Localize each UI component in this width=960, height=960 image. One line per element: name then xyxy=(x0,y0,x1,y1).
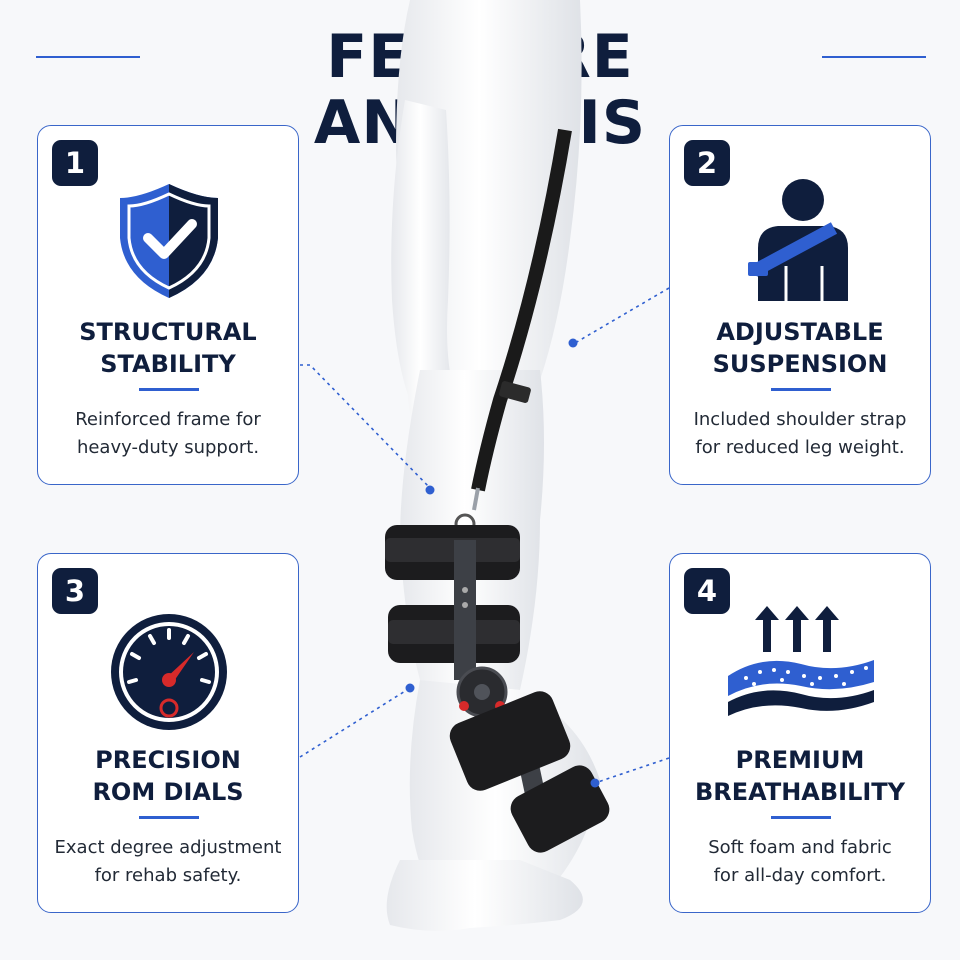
feature-description-line-2: for all-day comfort. xyxy=(713,865,887,886)
shoulder-strap-person-icon xyxy=(726,176,876,306)
feature-description-line-1: Included shoulder strap xyxy=(693,409,907,430)
feature-description: Reinforced frame for heavy-duty support. xyxy=(44,406,292,462)
feature-number-badge: 4 xyxy=(684,568,730,614)
feature-description: Soft foam and fabric for all-day comfort… xyxy=(676,834,924,890)
feature-heading: ADJUSTABLE SUSPENSION xyxy=(680,316,920,380)
feature-card-2: 2 ADJUSTABLE SUSPENSION Included shoulde… xyxy=(669,125,931,485)
connector-line-3 xyxy=(299,687,411,758)
heading-underline xyxy=(771,388,831,391)
feature-heading: STRUCTURAL STABILITY xyxy=(48,316,288,380)
feature-description-line-1: Exact degree adjustment xyxy=(54,837,282,858)
feature-heading-line-1: PRECISION xyxy=(95,746,241,774)
connector-dot-2 xyxy=(568,338,578,348)
strap-buckle xyxy=(499,381,531,403)
calf-cuff-lower xyxy=(510,765,610,853)
feature-heading-line-1: ADJUSTABLE xyxy=(716,318,884,346)
feature-description-line-1: Soft foam and fabric xyxy=(708,837,892,858)
strap-clip xyxy=(472,487,480,511)
feature-number-badge: 2 xyxy=(684,140,730,186)
feature-description-line-2: heavy-duty support. xyxy=(76,437,260,458)
mannequin-foot xyxy=(386,860,583,931)
feature-heading-line-2: STABILITY xyxy=(100,350,236,378)
connector-dot-1 xyxy=(425,485,435,495)
shoulder-strap xyxy=(471,128,572,492)
connector-dot-4 xyxy=(590,778,600,788)
feature-description: Exact degree adjustment for rehab safety… xyxy=(44,834,292,890)
heading-underline xyxy=(139,816,199,819)
mannequin-arm xyxy=(391,100,457,440)
dial-gauge-icon xyxy=(94,604,244,734)
feature-heading-line-2: ROM DIALS xyxy=(92,778,244,806)
breathable-foam-icon xyxy=(726,604,876,734)
feature-heading-line-1: PREMIUM xyxy=(735,746,865,774)
title-divider-left xyxy=(36,56,140,58)
feature-card-3: 3 PRECISION ROM DIALS Exact degree adjus… xyxy=(37,553,299,913)
feature-card-1: 1 STRUCTURAL STABILITY Reinforced frame … xyxy=(37,125,299,485)
feature-heading-line-2: BREATHABILITY xyxy=(694,778,906,806)
feature-description-line-2: for reduced leg weight. xyxy=(695,437,905,458)
calf-cuff-upper xyxy=(449,691,571,791)
feature-heading-line-1: STRUCTURAL xyxy=(79,318,257,346)
feature-heading: PRECISION ROM DIALS xyxy=(48,744,288,808)
heading-underline xyxy=(139,388,199,391)
shield-check-icon xyxy=(94,176,244,306)
brace-upright-bar xyxy=(454,540,476,680)
thigh-cuff-upper-strap xyxy=(385,538,520,562)
feature-heading-line-2: SUSPENSION xyxy=(712,350,888,378)
connector-dot-3 xyxy=(405,683,415,693)
feature-description-line-1: Reinforced frame for xyxy=(75,409,261,430)
heading-underline xyxy=(771,816,831,819)
feature-description-line-2: for rehab safety. xyxy=(94,865,242,886)
connector-line-1 xyxy=(300,364,431,489)
feature-heading: PREMIUM BREATHABILITY xyxy=(680,744,920,808)
title-divider-right xyxy=(822,56,926,58)
feature-number-badge: 3 xyxy=(52,568,98,614)
feature-number-badge: 1 xyxy=(52,140,98,186)
feature-card-4: 4 PREMIUM BREATHABILITY Soft foam and fa… xyxy=(669,553,931,913)
connector-line-2 xyxy=(574,287,670,344)
feature-description: Included shoulder strap for reduced leg … xyxy=(676,406,924,462)
connector-line-4 xyxy=(594,757,670,784)
